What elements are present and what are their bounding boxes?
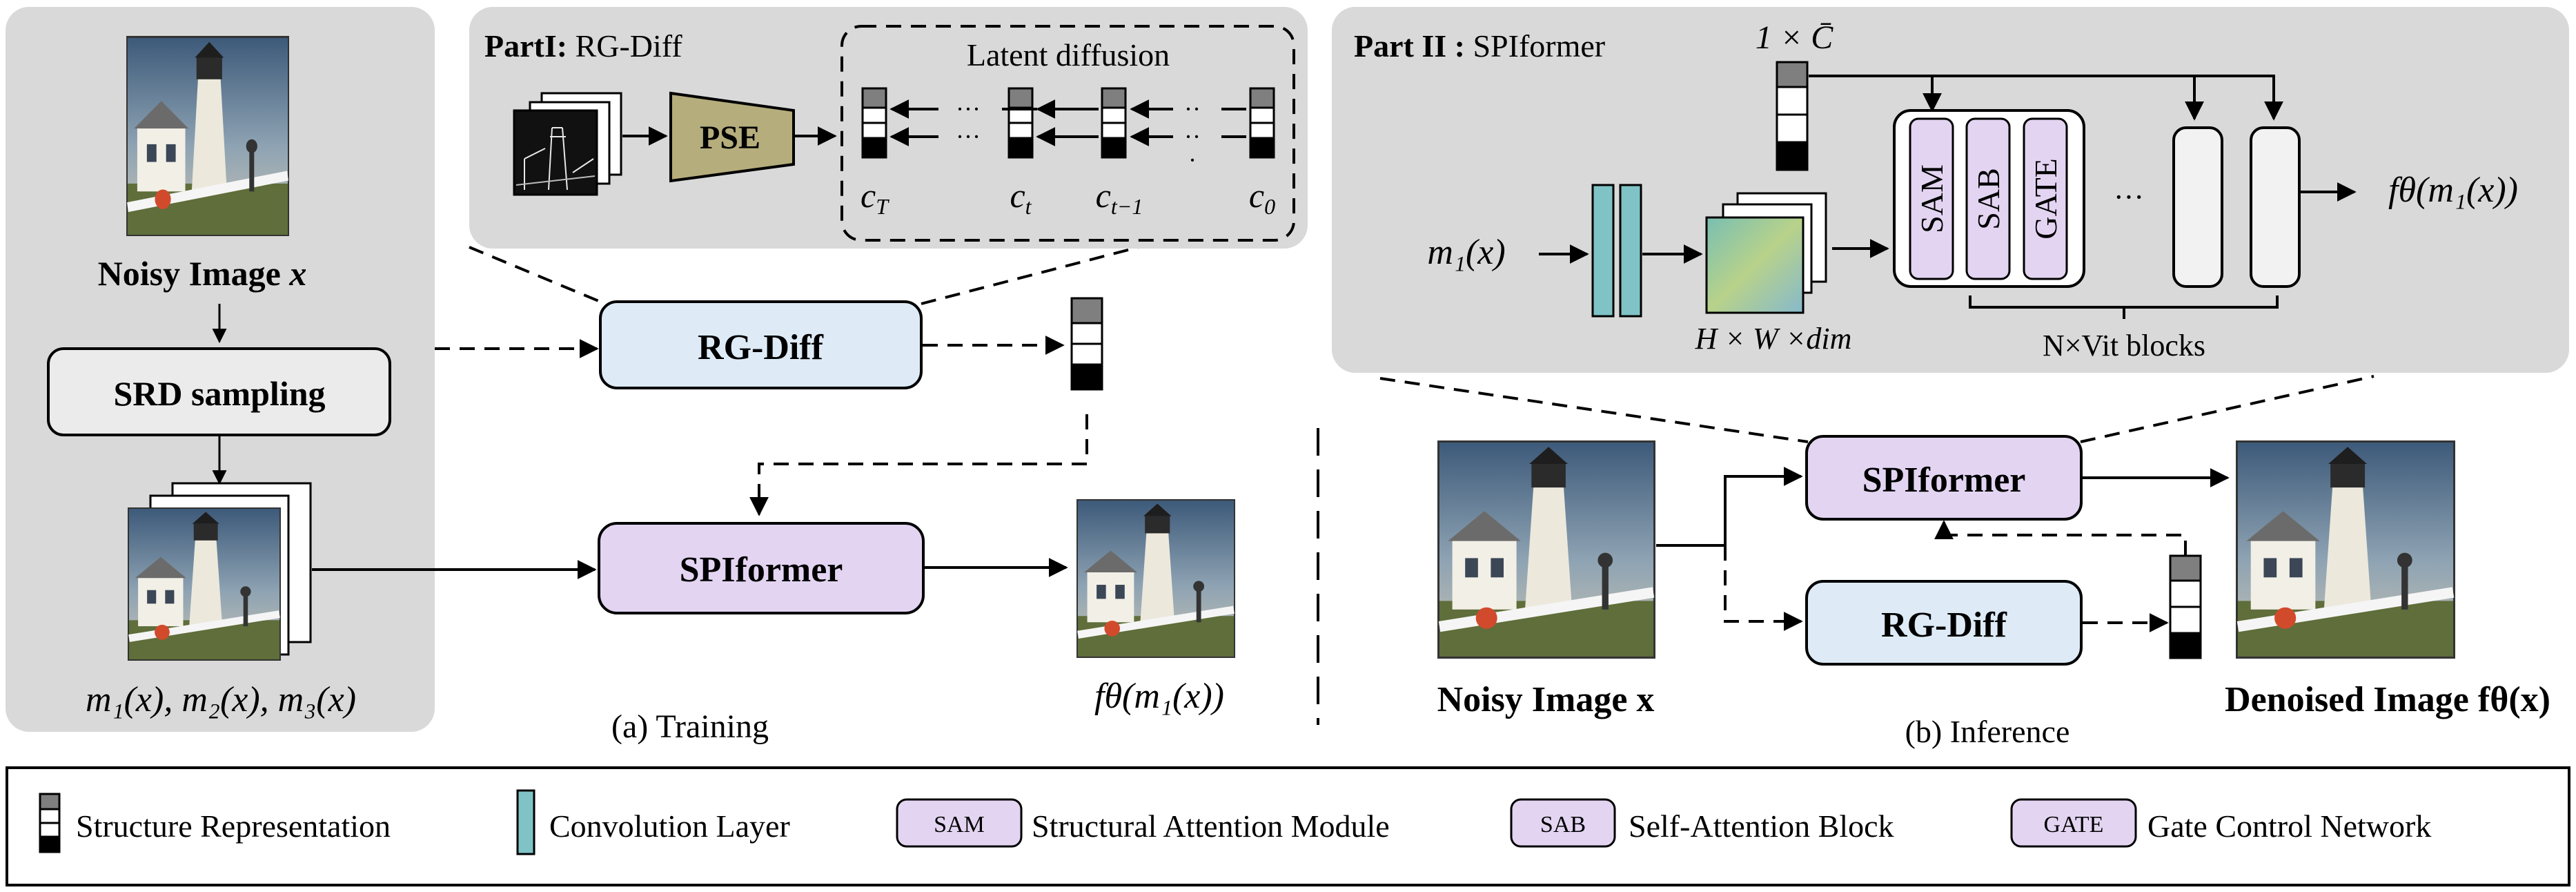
vit-ellipsis: ··· [2114,180,2144,214]
part2-output-label: fθ(m₁(x)) [2388,171,2518,210]
rg-diff-box-inference [1805,580,2083,666]
legend-sab-box-text: SAB [1540,812,1586,837]
svg-text:···: ··· [956,95,981,123]
legend-sam-icon [896,798,1023,848]
pse-encoder-shape [669,91,795,183]
rg-diff-label-training: RG-Diff [698,328,824,367]
noisy-image-label-training: Noisy Image x [98,254,307,293]
legend-gate-text: Gate Control Network [2147,808,2431,844]
structure-representation-vector-training [1070,297,1103,391]
part1-title: PartI: RG-Diff [484,28,682,64]
latent-vector-c0 [1249,87,1275,159]
spiformer-label-training: SPIformer [680,550,843,590]
svg-text:··: ·· [1184,123,1201,151]
svg-text:··: ·· [1184,95,1201,123]
spiformer-label-inference: SPIformer [1862,460,2026,500]
structure-representation-vector-part2 [1776,61,1809,171]
structure-representation-vector-inference [2169,554,2202,659]
svg-text:···: ··· [956,123,981,151]
legend-box [6,766,2570,886]
legend-gate-box-text: GATE [2044,812,2104,837]
sam-block [1909,117,1954,280]
edge-map-1 [513,109,598,196]
part2-title: Part II : SPIformer [1354,28,1605,64]
vit-block-n [2250,126,2301,288]
output-label-training: fθ(m₁(x)) [1094,677,1224,716]
legend-conv-icon [516,789,535,855]
latent-vector-ct [1007,87,1034,159]
srd-sampling-label: SRD sampling [113,374,325,413]
sab-block [1965,117,2011,280]
noisy-image-label-inference: Noisy Image x [1437,680,1655,719]
vit-brace [1969,295,2279,319]
part1-panel [469,7,1308,249]
inference-caption: (b) Inference [1905,714,2070,749]
sab-block-label: SAB [1971,168,2006,229]
legend-structure-text: Structure Representation [76,808,391,844]
legend-sab-icon [1510,798,1616,848]
feature-map-1 [1705,216,1805,314]
srd-sampling-box [47,347,391,436]
legend-sab-text: Self-Attention Block [1629,808,1894,844]
masked-images-label: m₁(x), m₂(x), m₃(x) [86,680,356,719]
denoised-image-label: Denoised Image fθ(x) [2225,680,2550,719]
sam-block-label: SAM [1914,164,1949,233]
training-caption: (a) Training [611,708,769,745]
pse-label: PSE [700,119,760,156]
vit-block-n-minus-1 [2172,126,2223,288]
dim-label: 1 × C̄ [1756,19,1833,56]
conv-layers [1591,184,1642,318]
legend-conv-text: Convolution Layer [549,808,790,844]
legend-sam-box-text: SAM [934,812,985,837]
svg-text:·: · [1188,146,1197,174]
vit-blocks-label: N×Vit blocks [2043,329,2205,362]
latent-vector-cT [861,87,887,159]
gate-block-label: GATE [2028,158,2063,240]
legend-structure-icon [39,793,61,853]
feature-size-label: H × W ×dim [1695,322,1852,356]
rg-diff-label-inference: RG-Diff [1881,605,2007,645]
rg-diff-box-training [599,300,923,389]
spiformer-box-inference [1805,435,2083,521]
latent-diffusion-label: Latent diffusion [967,37,1170,72]
legend-sam-text: Structural Attention Module [1032,808,1390,844]
legend-gate-icon [2010,798,2137,848]
gate-block [2023,117,2068,280]
latent-diffusion-box [840,25,1295,242]
part2-input-label: m₁(x) [1427,233,1505,272]
latent-vector-ct-minus-1 [1101,87,1127,159]
